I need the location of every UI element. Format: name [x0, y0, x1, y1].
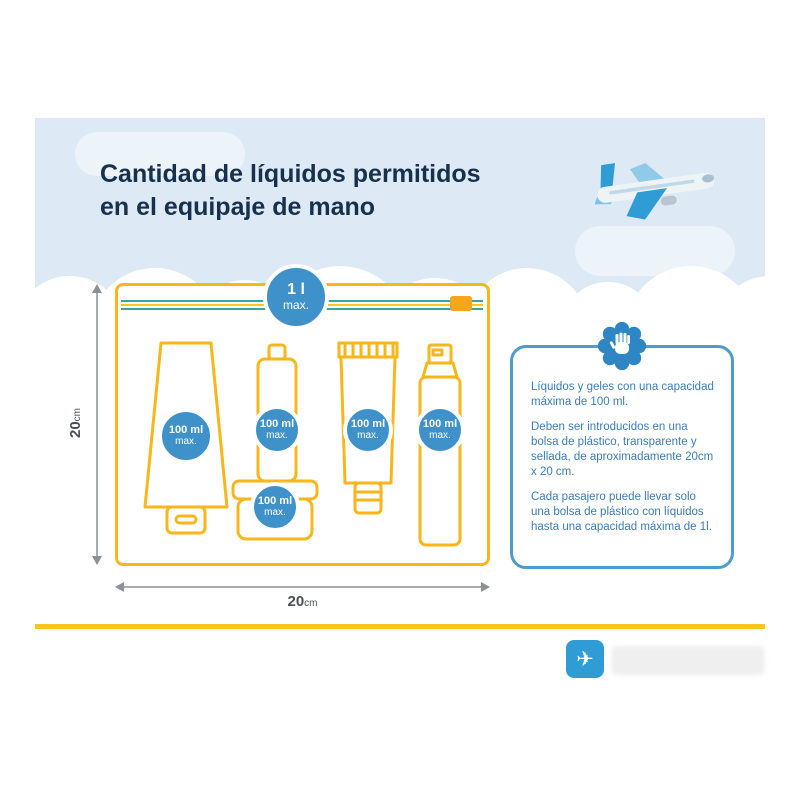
stop-hand-icon — [597, 321, 647, 375]
capacity-value: 1 l — [287, 281, 305, 299]
airplane-illustration — [594, 162, 715, 220]
item-badge-cream-jar: 100 ml max. — [250, 482, 300, 532]
width-dimension-label: 20cm — [115, 593, 490, 611]
page-title: Cantidad de líquidos permitidos en el eq… — [100, 158, 481, 223]
badge-sub: max. — [264, 506, 286, 518]
badge-value: 100 ml — [259, 417, 295, 430]
item-badge-paste-tube: 100 ml max. — [343, 405, 393, 455]
badge-sub: max. — [357, 429, 379, 441]
title-line-2: en el equipaje de mano — [100, 192, 376, 221]
rule-text-2: Deben ser introducidos en una bolsa de p… — [531, 421, 714, 478]
width-unit: cm — [304, 598, 318, 609]
badge-sub: max. — [175, 435, 197, 447]
badge-sub: max. — [429, 429, 451, 441]
rule-text-3: Cada pasajero puede llevar solo una bols… — [531, 491, 712, 533]
width-value: 20 — [287, 593, 305, 610]
height-dimension-label: 20cm — [67, 399, 85, 447]
badge-value: 100 ml — [350, 417, 386, 430]
width-dimension-arrow — [115, 582, 490, 592]
item-badge-squeeze-tube: 100 ml max. — [158, 408, 214, 464]
cloud — [75, 132, 245, 176]
bag-capacity-badge: 1 l max. — [263, 264, 329, 330]
item-badge-small-bottle: 100 ml max. — [252, 405, 302, 455]
rule-text-1: Líquidos y geles con una capacidad máxim… — [531, 381, 714, 408]
zipper-slider — [450, 296, 472, 311]
title-line-1: Cantidad de líquidos permitidos — [100, 160, 481, 188]
rules-panel: Líquidos y geles con una capacidad máxim… — [510, 321, 734, 569]
badge-sub: max. — [266, 429, 288, 441]
height-unit: cm — [72, 407, 83, 422]
yellow-divider — [35, 624, 765, 629]
capacity-sub: max. — [282, 298, 309, 313]
travel-logo-tile: ✈ — [566, 640, 604, 678]
height-value: 20 — [67, 421, 84, 439]
badge-value: 100 ml — [422, 417, 458, 430]
airplane-icon: ✈ — [576, 647, 594, 671]
badge-value: 100 ml — [257, 494, 293, 507]
height-dimension-arrow — [92, 284, 102, 565]
obscured-logo — [612, 646, 764, 674]
item-badge-spray-bottle: 100 ml max. — [415, 405, 465, 455]
badge-value: 100 ml — [168, 423, 204, 436]
